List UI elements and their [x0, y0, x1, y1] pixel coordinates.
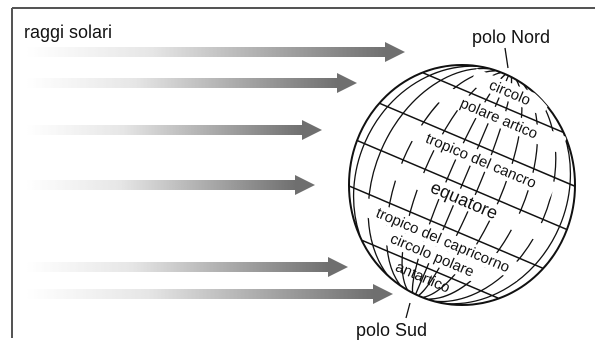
north-pole-label: polo Nord [472, 27, 550, 47]
sun-rays-label: raggi solari [24, 22, 112, 42]
tropic-capricorn-line [349, 174, 572, 282]
north-pole-leader [504, 47, 509, 69]
tropic-cancer-line [357, 93, 575, 201]
sun-ray-arrow [26, 73, 357, 93]
sun-ray-arrow [26, 257, 348, 277]
south-pole-leader [405, 302, 411, 319]
equator-line [349, 132, 575, 240]
sun-rays [26, 42, 405, 304]
sun-ray-arrow [26, 284, 393, 304]
globe: circolo polare artico tropico del cancro… [348, 64, 576, 306]
sun-ray-arrow [26, 42, 405, 62]
sun-ray-arrow [26, 175, 315, 195]
sun-ray-arrow [26, 120, 322, 140]
south-pole-label: polo Sud [356, 320, 427, 340]
